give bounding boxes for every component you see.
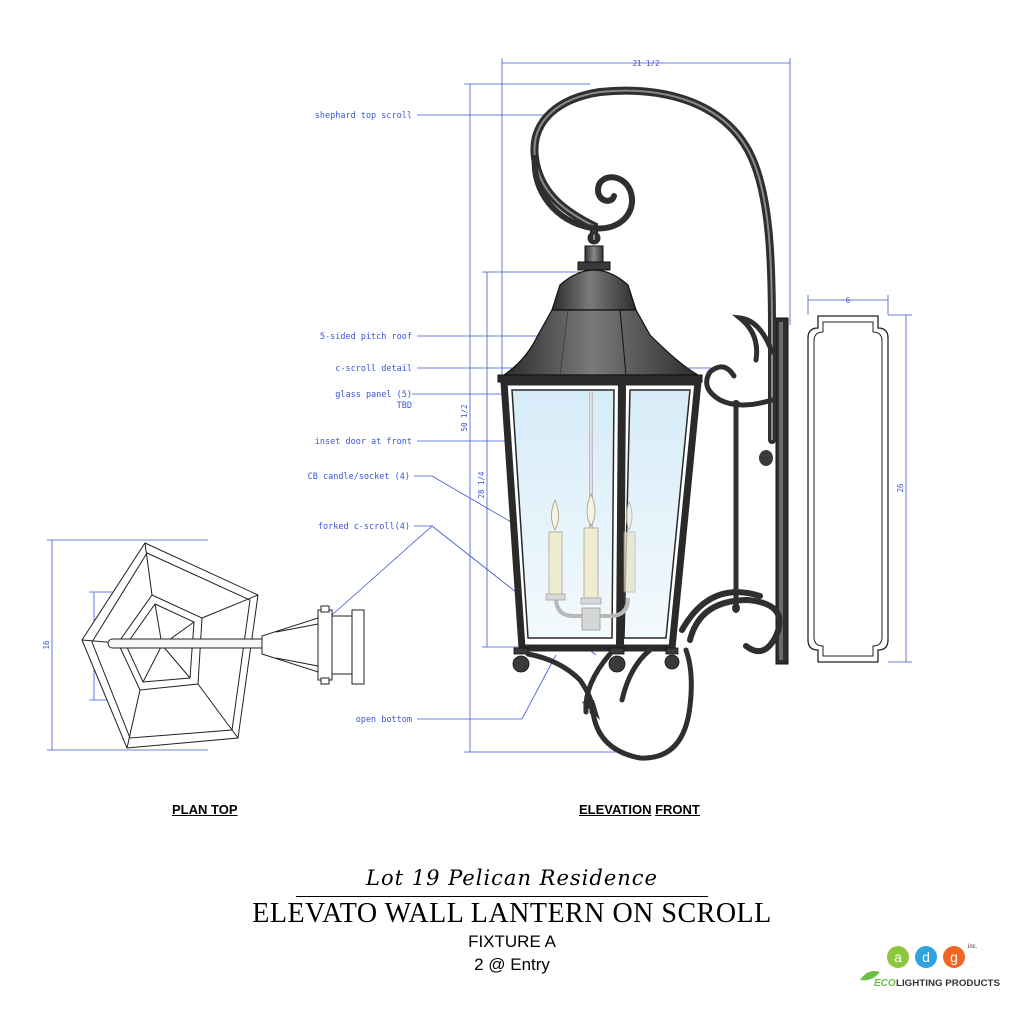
elevation-label-text: ELEVATION	[579, 802, 652, 817]
dim-plan-depth: 16	[42, 640, 51, 650]
fixture-name: ELEVATO WALL LANTERN ON SCROLL	[252, 898, 772, 929]
logo-circle-d	[915, 946, 937, 968]
callout-glass-panel: glass panel (5)	[335, 390, 412, 400]
callout-inset-door: inset door at front	[315, 437, 412, 447]
logo-eco: ECO	[874, 978, 896, 989]
title-rule	[296, 896, 708, 897]
logo-letter-d: d	[922, 949, 930, 965]
front-label-text: FRONT	[655, 802, 700, 817]
fixture-quantity: 2 @ Entry	[474, 955, 550, 974]
callout-shephard-top-scroll: shephard top scroll	[315, 111, 412, 121]
plan-top-label: PLAN TOP	[172, 802, 238, 817]
logo-inc: inc.	[968, 944, 978, 950]
leaf-icon	[860, 971, 880, 981]
logo-letter-g: g	[950, 949, 958, 965]
logo-circle-a	[887, 946, 909, 968]
elevation-front-label: ELEVATION FRONT	[579, 802, 700, 817]
callout-tbd: TBD	[397, 401, 412, 411]
logo-lighting-products: LIGHTING PRODUCTS	[896, 978, 1000, 989]
elevation-front-view	[497, 86, 889, 761]
project-name: Lot 19 Pelican Residence	[366, 866, 658, 890]
plan-top-view	[81, 542, 365, 749]
logo-circle-g	[943, 946, 965, 968]
fixture-id: FIXTURE A	[468, 932, 556, 951]
callout-open-bottom: open bottom	[356, 715, 412, 725]
dim-overall-height: 50 1/2	[460, 404, 469, 431]
dim-lantern-height: 28 1/4	[477, 471, 486, 499]
callout-c-scroll-detail: c-scroll detail	[335, 364, 412, 374]
callout-forked-c-scroll: forked c-scroll(4)	[318, 522, 410, 532]
dim-overall-width: 21 1/2	[632, 59, 659, 68]
logo-letter-a: a	[894, 949, 902, 965]
plan-top-label-text: PLAN TOP	[172, 802, 238, 817]
callout-pitch-roof: 5-sided pitch roof	[320, 332, 412, 342]
callout-candle-socket: CB candle/socket (4)	[308, 472, 410, 482]
dim-backplate-width: 6	[846, 296, 851, 305]
adg-eco-lighting-logo: a d g inc. ECO LIGHTING PRODUCTS	[860, 944, 1000, 989]
dim-backplate-height: 26	[896, 483, 905, 493]
